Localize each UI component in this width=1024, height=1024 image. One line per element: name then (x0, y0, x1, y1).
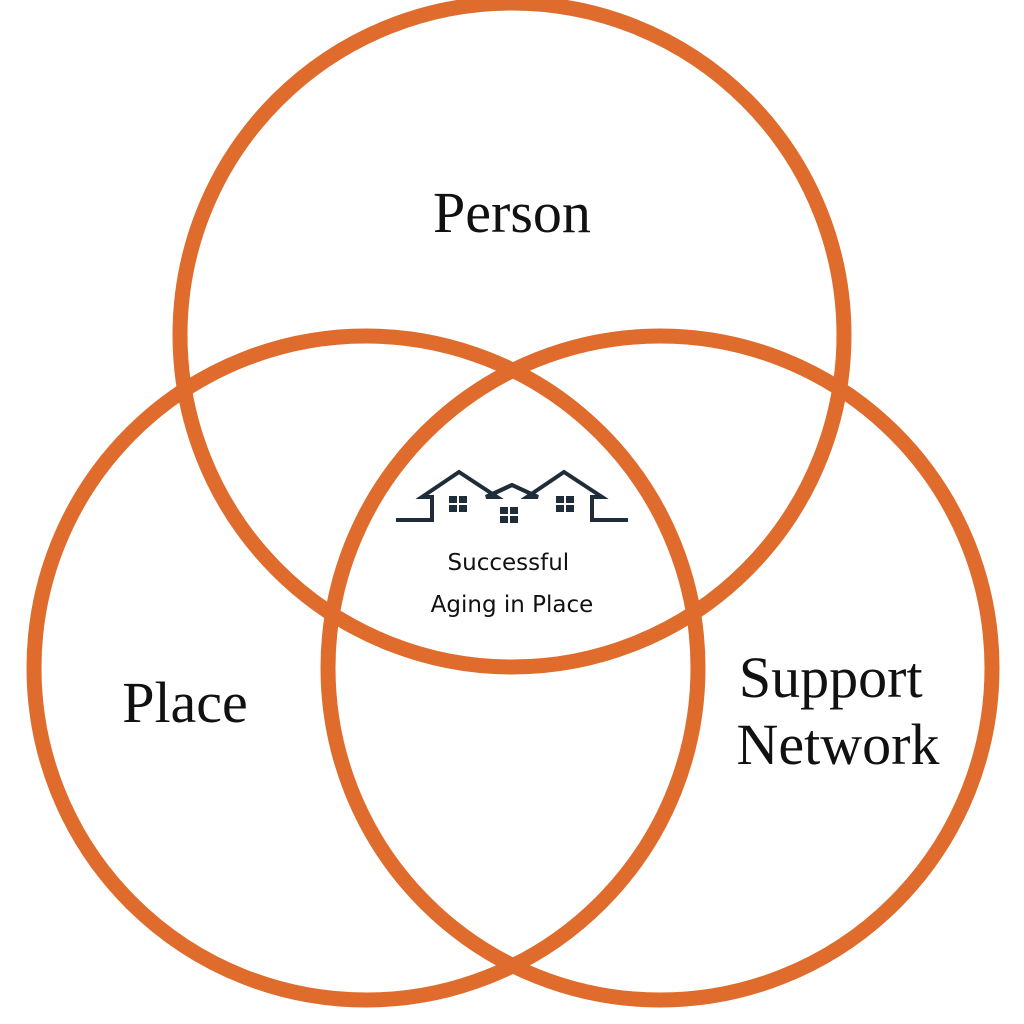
center-label-line-1: Successful (448, 550, 570, 576)
middle-house-outline (485, 483, 513, 499)
middle-house-window-icon (500, 507, 518, 523)
circle-support-network (320, 328, 1000, 1008)
center-label-line-2: Aging in Place (431, 592, 594, 618)
label-support-line-1: Support (739, 645, 923, 710)
left-house-window-icon (449, 496, 467, 512)
label-support-network: Support Network (737, 645, 940, 777)
label-person: Person (433, 180, 591, 245)
circle-place (26, 328, 706, 1008)
label-place: Place (122, 670, 248, 735)
three-houses-icon (396, 469, 628, 523)
center-label: Successful Aging in Place (431, 550, 594, 618)
right-house-window-icon (556, 496, 574, 512)
venn-rings (26, 0, 1000, 1008)
label-support-line-2: Network (737, 712, 940, 777)
circle-person (172, 0, 852, 675)
